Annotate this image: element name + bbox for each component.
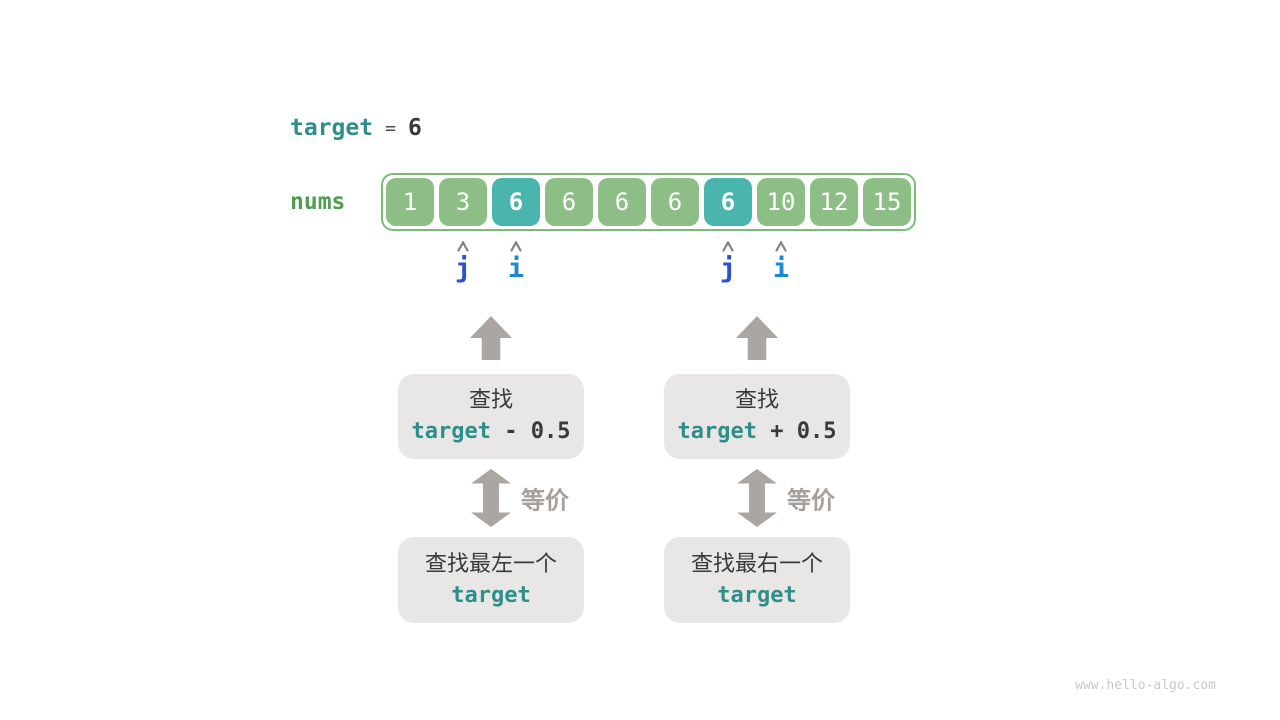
search-expression-box: 查找 target - 0.5 bbox=[398, 374, 584, 459]
pointer: j bbox=[443, 241, 483, 284]
arrow-up-icon bbox=[470, 316, 512, 360]
caret-up-icon bbox=[510, 241, 522, 252]
pointer: i bbox=[761, 241, 801, 284]
pointer: j bbox=[708, 241, 748, 284]
pointer: i bbox=[496, 241, 536, 284]
array-cell: 10 bbox=[757, 178, 805, 226]
expression-operator-operand: - 0.5 bbox=[491, 419, 571, 444]
array-cell: 3 bbox=[439, 178, 487, 226]
array-cell: 1 bbox=[386, 178, 434, 226]
equivalence-connector: 等价 bbox=[398, 469, 584, 527]
search-expression: target + 0.5 bbox=[678, 418, 837, 446]
equivalence-connector: 等价 bbox=[664, 469, 850, 527]
target-value: 6 bbox=[407, 115, 422, 141]
result-target-var: target bbox=[451, 582, 531, 608]
search-expression-box: 查找 target + 0.5 bbox=[664, 374, 850, 459]
array-cell: 6 bbox=[545, 178, 593, 226]
equivalence-label: 等价 bbox=[521, 487, 569, 515]
result-description: 查找最右一个 bbox=[690, 550, 823, 576]
target-assignment: target = 6 bbox=[290, 112, 422, 144]
result-box: 查找最左一个 target bbox=[398, 537, 584, 623]
arrow-up-down-icon bbox=[471, 469, 511, 527]
flow-leftmost: 查找 target - 0.5 等价 查找最左一个 target bbox=[398, 316, 584, 623]
search-label: 查找 bbox=[468, 387, 513, 412]
expression-target-var: target bbox=[411, 419, 491, 444]
array-cell: 15 bbox=[863, 178, 911, 226]
flow-rightmost: 查找 target + 0.5 等价 查找最右一个 target bbox=[664, 316, 850, 623]
search-expression: target - 0.5 bbox=[412, 418, 571, 446]
nums-array: 1 3 6 6 6 6 6 10 12 15 bbox=[381, 173, 916, 231]
target-variable: target bbox=[290, 115, 374, 141]
array-cell: 6 bbox=[598, 178, 646, 226]
expression-operator-operand: + 0.5 bbox=[757, 419, 837, 444]
result-box: 查找最右一个 target bbox=[664, 537, 850, 623]
result-target-var: target bbox=[717, 582, 797, 608]
pointer-label: i bbox=[507, 253, 525, 284]
equals-sign: = bbox=[385, 117, 396, 139]
array-cell: 6 bbox=[492, 178, 540, 226]
expression-target-var: target bbox=[677, 419, 757, 444]
pointer-label: i bbox=[772, 253, 790, 284]
array-cell: 6 bbox=[651, 178, 699, 226]
site-watermark: www.hello-algo.com bbox=[1075, 678, 1216, 693]
arrow-up-icon bbox=[736, 316, 778, 360]
result-description: 查找最左一个 bbox=[424, 550, 557, 576]
caret-up-icon bbox=[775, 241, 787, 252]
pointer-label: j bbox=[454, 253, 472, 284]
caret-up-icon bbox=[457, 241, 469, 252]
array-cell: 6 bbox=[704, 178, 752, 226]
search-label: 查找 bbox=[734, 387, 779, 412]
caret-up-icon bbox=[722, 241, 734, 252]
pointer-label: j bbox=[719, 253, 737, 284]
array-cell: 12 bbox=[810, 178, 858, 226]
equivalence-label: 等价 bbox=[787, 487, 835, 515]
nums-label: nums bbox=[290, 189, 346, 215]
arrow-up-down-icon bbox=[737, 469, 777, 527]
